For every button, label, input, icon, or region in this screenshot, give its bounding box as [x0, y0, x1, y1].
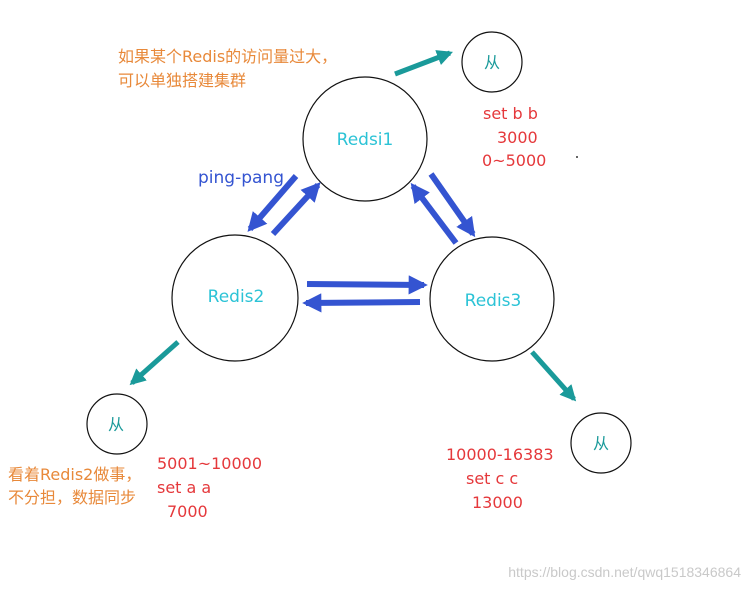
- left-note-line2: 不分担，数据同步: [8, 488, 136, 507]
- slave-top-node: [461, 31, 523, 93]
- stray-mark: [576, 156, 578, 158]
- redis3-command: set c c: [466, 469, 518, 488]
- slave-right-node: [570, 412, 632, 474]
- redis2-range: 5001~10000: [157, 454, 262, 473]
- redis3-slot: 13000: [472, 493, 523, 512]
- slave-top-label: 从: [484, 53, 500, 72]
- redis2-command: set a a: [157, 478, 211, 497]
- top-note-line2: 可以单独搭建集群: [118, 71, 246, 90]
- slave-right-label: 从: [593, 434, 609, 453]
- arrow-redis3-to-redis2: [302, 293, 421, 313]
- redis1-command: set b b: [483, 104, 538, 123]
- redis3-label: Redis3: [465, 291, 522, 311]
- arrow-redis3-to-redis1: [410, 182, 459, 245]
- arrow-redis3-to-slave: [530, 350, 577, 402]
- arrow-redis1-to-redis2: [247, 174, 299, 232]
- redis3-range: 10000-16383: [446, 445, 554, 464]
- redis1-node: [302, 76, 428, 202]
- redis1-range: 0~5000: [482, 151, 546, 170]
- slave-left-node: [86, 393, 148, 455]
- redis3-node: [429, 236, 555, 362]
- redis1-slot: 3000: [497, 128, 538, 147]
- redis2-slot: 7000: [167, 502, 208, 521]
- redis2-label: Redis2: [208, 287, 265, 307]
- arrow-redis2-to-redis1: [270, 182, 321, 237]
- arrow-redis1-to-slave: [394, 50, 453, 77]
- arrow-redis2-to-slave: [129, 340, 180, 386]
- left-note-line1: 看着Redis2做事，: [8, 465, 141, 484]
- redis1-label: Redsi1: [337, 130, 394, 150]
- redis2-node: [171, 234, 299, 362]
- slave-left-label: 从: [108, 415, 124, 434]
- ping-pong-label: ping-pang: [198, 168, 284, 188]
- watermark: https://blog.csdn.net/qwq1518346864: [508, 564, 741, 580]
- arrow-redis2-to-redis3: [306, 275, 428, 295]
- arrow-redis1-to-redis3: [428, 172, 476, 238]
- top-note-line1: 如果某个Redis的访问量过大，: [118, 47, 337, 66]
